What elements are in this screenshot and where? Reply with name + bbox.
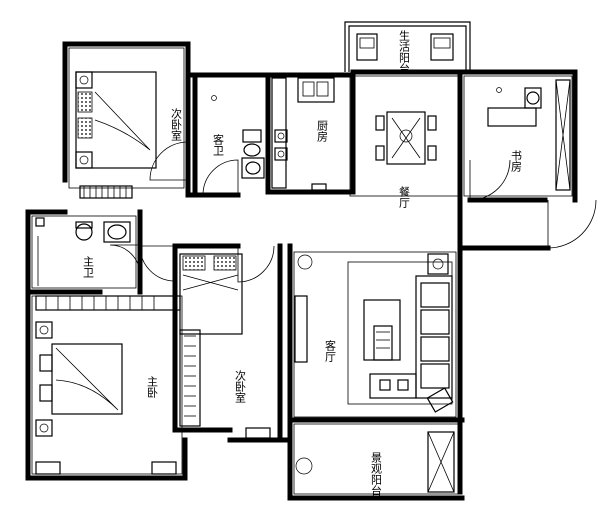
- kitchen: 厨房: [271, 77, 335, 191]
- room-label-master-bath: 主卫: [82, 256, 95, 278]
- doors: [109, 141, 597, 283]
- room-label-master-bedroom: 主卧: [146, 376, 159, 398]
- master-bath: 主卫: [35, 217, 131, 286]
- room-label-study: 书房: [510, 150, 523, 173]
- bedroom-middle: 次卧室: [179, 253, 271, 439]
- room-label-bedroom-north: 次卧室: [170, 107, 183, 141]
- master-bedroom: 主卧: [35, 295, 181, 475]
- living-room: 客厅: [294, 253, 454, 413]
- dining: 餐厅: [375, 111, 437, 208]
- room-label-guest-bath: 客卫: [212, 133, 225, 156]
- view-balcony: 景观阳台: [295, 431, 455, 496]
- study: 书房: [487, 79, 571, 191]
- bedroom-north: 次卧室: [75, 71, 183, 199]
- walls: [25, 21, 578, 501]
- room-label-utility-balcony: 生活阳台: [398, 29, 411, 74]
- inner-outlines: [31, 47, 573, 495]
- room-label-view-balcony: 景观阳台: [370, 452, 383, 496]
- room-label-kitchen: 厨房: [316, 120, 329, 143]
- room-label-bedroom-middle: 次卧室: [234, 369, 247, 403]
- utility-balcony: 生活阳台: [356, 29, 454, 74]
- guest-bath: 客卫: [211, 95, 265, 179]
- room-label-living: 客厅: [324, 339, 337, 362]
- room-label-dining: 餐厅: [398, 185, 411, 208]
